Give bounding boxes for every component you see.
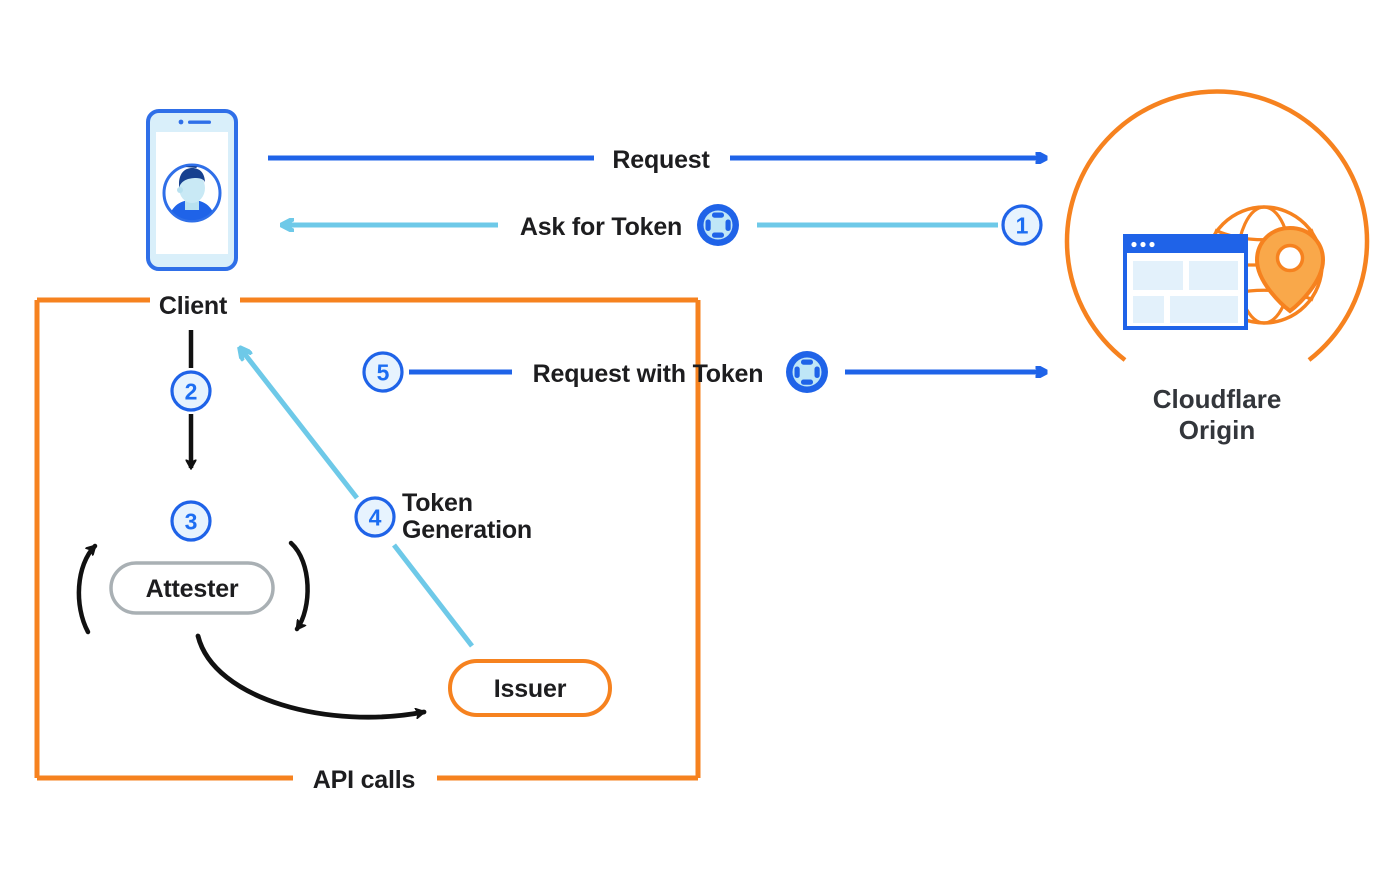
flow-token-generation-arrow: [240, 348, 474, 648]
step-number-1: 1: [1015, 212, 1029, 239]
step-badge-circles: [170, 204, 1043, 542]
boundary-label-api-calls: API calls: [312, 766, 416, 794]
step-number-3: 3: [184, 508, 198, 535]
cloudflare-origin-label-line2: Origin: [1178, 415, 1256, 445]
map-pin-icon: [1254, 225, 1326, 314]
issuer-node[interactable]: [448, 659, 612, 717]
mobile-phone-avatar-icon: [146, 109, 238, 271]
flow-label-request: Request: [612, 146, 710, 174]
attester-label: Attester: [145, 575, 239, 603]
flow-label-request-with-token: Request with Token: [532, 360, 764, 388]
issuer-label: Issuer: [493, 675, 567, 703]
avatar: [162, 163, 222, 223]
cloudflare-origin-node[interactable]: [1064, 89, 1370, 362]
attester-node[interactable]: [109, 561, 275, 615]
step-number-4: 4: [368, 504, 382, 531]
token-icon-ask-for-token: [697, 204, 739, 246]
token-icon-request-with-token: [786, 351, 828, 393]
step-number-5: 5: [376, 359, 390, 386]
boundary-label-client: Client: [158, 292, 228, 320]
flow-attestation-loop-arrows: [76, 540, 427, 720]
browser-window-icon: [1123, 234, 1248, 330]
flow-label-token-generation-line1: Token: [402, 489, 473, 517]
cloudflare-origin-label-line1: Cloudflare: [1152, 384, 1282, 414]
step-number-2: 2: [184, 378, 198, 405]
flow-label-token-generation-line2: Generation: [402, 516, 532, 544]
flow-label-ask-for-token: Ask for Token: [519, 213, 683, 241]
client-boundary-box: [34, 297, 701, 781]
